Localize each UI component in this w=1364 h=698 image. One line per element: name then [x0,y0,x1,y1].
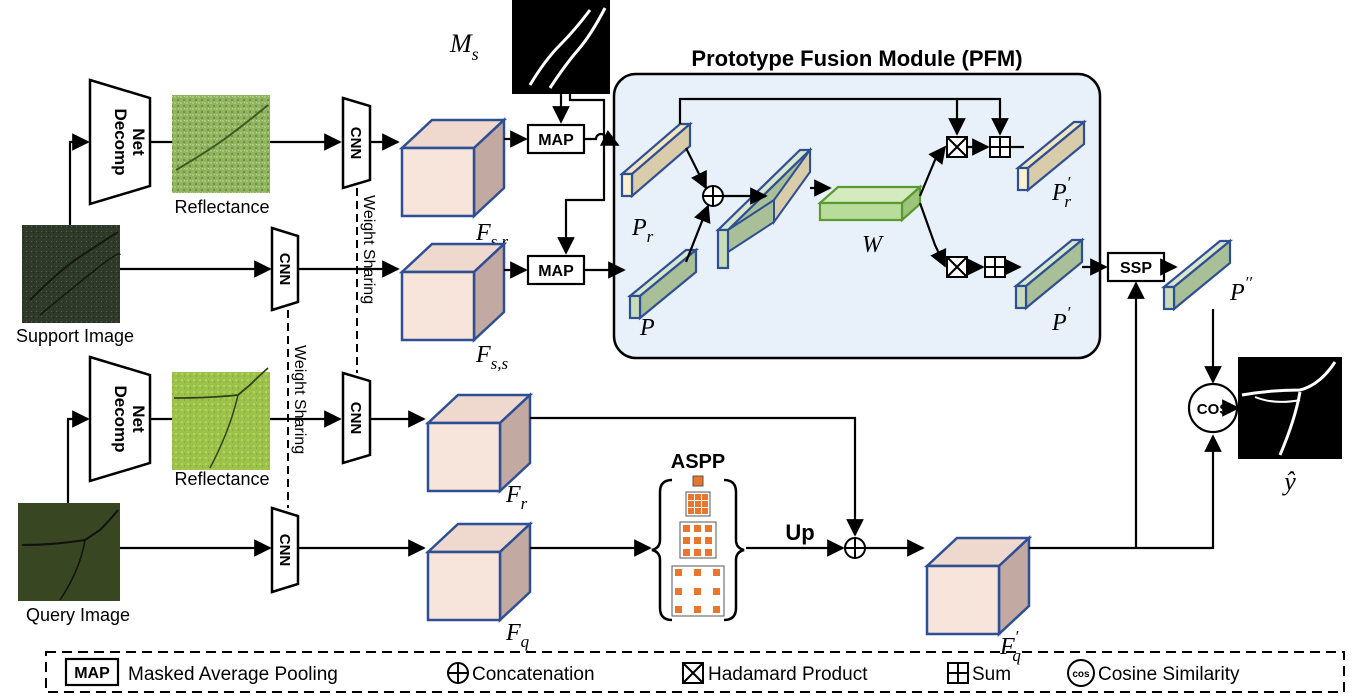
f-q-symbol: Fq [505,620,530,651]
hadamard-operator-top [946,136,968,158]
p-r-symbol: Pr [631,215,654,246]
f-r-symbol: Fr [505,482,528,513]
up-label: Up [785,520,814,545]
legend-map: MAP Masked Average Pooling [64,657,338,687]
svg-text:cos: cos [1072,669,1090,680]
prototype-p-double-prime [1160,238,1234,312]
svg-text:Concatenation: Concatenation [472,664,595,685]
svg-text:CNN: CNN [276,534,293,567]
aspp-label: ASPP [671,451,725,473]
map-box-top: MAP [526,123,586,155]
query-image-label: Query Image [26,605,130,625]
decomp-net-query: Decomp Net [88,355,152,483]
concat-operator-pfm [702,185,724,207]
svg-text:Masked Average Pooling: Masked Average Pooling [128,664,338,685]
connection-arrows [66,94,1240,557]
legend-box [45,651,1345,693]
svg-text:MAP: MAP [538,132,574,149]
svg-text:COS: COS [1197,401,1230,418]
prototype-p-r-prime [1014,119,1088,193]
svg-text:CNN: CNN [276,253,293,286]
p-double-prime-symbol: P′′ [1229,273,1252,306]
svg-text:Decomp: Decomp [111,108,130,175]
svg-text:CNN: CNN [347,402,364,435]
reflectance-image-support [172,95,270,193]
svg-text:Net: Net [129,128,148,156]
decomp-net-support: Decomp Net [88,78,152,206]
p-symbol: P [639,315,655,341]
svg-text:MAP: MAP [74,665,110,682]
f-q-prime-symbol: F′q [999,627,1021,665]
svg-text:CNN: CNN [347,127,364,160]
sum-operator-bottom [984,256,1006,278]
prototype-p-r [619,121,693,199]
feature-f-q-prime [923,535,1033,637]
cos-circle: COS [1187,382,1239,434]
support-mask-image [512,0,610,94]
aspp-block: ASPP [651,451,745,622]
svg-text:Decomp: Decomp [111,385,130,452]
map-box-bottom: MAP [526,254,586,286]
svg-text:SSP: SSP [1120,260,1152,277]
query-image [18,503,120,601]
sum-operator-top [989,136,1011,158]
legend-concat: Concatenation [447,662,595,685]
support-image-label: Support Image [16,326,134,346]
concat-operator-query [844,537,866,559]
p-r-prime-symbol: P′r [1051,173,1071,211]
prototype-p-prime [1012,237,1086,311]
cnn-support-reflectance: CNN [341,96,372,190]
legend-cos: cos Cosine Similarity [1067,659,1240,687]
hadamard-operator-bottom [946,256,968,278]
weight-sharing-label-2: Weight Sharing [291,345,308,454]
legend-sum: Sum [947,662,1011,685]
mask-symbol: Ms [449,29,479,64]
w-symbol: W [862,232,884,258]
weight-sharing-label-1: Weight Sharing [360,195,377,304]
reflectance-label-support: Reflectance [174,197,269,217]
f-ss-symbol: Fs,s [475,342,509,373]
reflectance-image-query [172,367,270,470]
legend-hadamard: Hadamard Product [682,662,868,685]
feature-f-sr [398,117,508,219]
ssp-box: SSP [1106,251,1166,283]
weight-w [817,184,923,223]
output-mask-image [1238,357,1342,459]
feature-f-ss [398,241,508,343]
svg-text:Net: Net [129,405,148,433]
pfm-title: Prototype Fusion Module (PFM) [691,46,1022,71]
reflectance-label-query: Reflectance [174,469,269,489]
y-hat-symbol: ŷ [1281,467,1296,496]
p-prime-symbol: P′ [1051,303,1071,336]
feature-f-r [424,392,534,494]
feature-f-q [424,521,534,623]
support-image [22,225,121,323]
svg-text:Hadamard Product: Hadamard Product [708,664,868,685]
cnn-query-image: CNN [270,506,300,594]
prototype-p [626,247,700,321]
svg-text:Cosine Similarity: Cosine Similarity [1098,664,1240,685]
cnn-query-reflectance: CNN [341,371,372,465]
cnn-support-image: CNN [270,226,300,312]
svg-text:MAP: MAP [538,263,574,280]
svg-text:Sum: Sum [972,664,1011,685]
